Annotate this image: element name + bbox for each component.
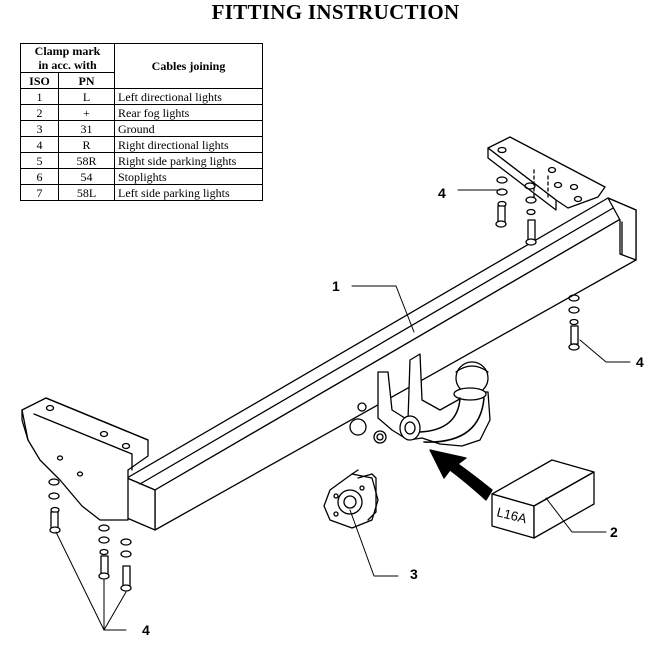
- kit-label: L16A: [495, 504, 528, 526]
- callout-3: 3: [410, 566, 418, 582]
- header-cables: Cables joining: [114, 43, 263, 89]
- header-clamp-line1: Clamp mark: [34, 44, 101, 58]
- curved-arrow: [429, 449, 493, 501]
- cell-iso: 7: [20, 184, 59, 201]
- bolt-stack-bottom-1: [48, 478, 61, 534]
- header-clamp: Clamp mark in acc. with: [20, 43, 115, 73]
- bolt-stack-bottom-2: [98, 524, 110, 580]
- right-bracket: [487, 136, 606, 211]
- bolt-stack-top-2: [524, 182, 537, 246]
- table-row: 3 31 Ground: [20, 120, 263, 137]
- header-clamp-line2: in acc. with: [38, 58, 97, 72]
- left-bracket: [21, 397, 149, 521]
- header-pn: PN: [58, 72, 115, 89]
- cell-desc: Ground: [114, 120, 263, 137]
- table-row: 6 54 Stoplights: [20, 168, 263, 185]
- crossbar: [126, 197, 637, 531]
- callout-4-bottom: 4: [142, 622, 150, 638]
- clamp-table: Clamp mark in acc. with Cables joining I…: [20, 43, 263, 201]
- callout-2: 2: [610, 524, 618, 540]
- leader-lines: [55, 189, 631, 631]
- cell-desc: Stoplights: [114, 168, 263, 185]
- page-title: FITTING INSTRUCTION: [211, 0, 460, 24]
- bolt-stack-right: [568, 294, 580, 351]
- table-row: 4 R Right directional lights: [20, 136, 263, 153]
- cell-pn: 54: [58, 168, 115, 185]
- table-header-row: Clamp mark in acc. with Cables joining: [20, 43, 263, 89]
- cell-desc: Right side parking lights: [114, 152, 263, 169]
- socket-plate: [323, 469, 379, 529]
- cell-desc: Left side parking lights: [114, 184, 263, 201]
- cell-pn: 31: [58, 120, 115, 137]
- table-row: 7 58L Left side parking lights: [20, 184, 263, 201]
- callout-4-top: 4: [438, 185, 446, 201]
- tow-ball-assembly: [349, 353, 491, 447]
- cell-desc: Right directional lights: [114, 136, 263, 153]
- cell-pn: 58L: [58, 184, 115, 201]
- hardware-kit-box: [491, 459, 595, 539]
- bolt-stack-top-1: [495, 176, 508, 228]
- bolt-stack-bottom-3: [120, 538, 132, 592]
- callout-4-right: 4: [636, 354, 644, 370]
- callout-1: 1: [332, 278, 340, 294]
